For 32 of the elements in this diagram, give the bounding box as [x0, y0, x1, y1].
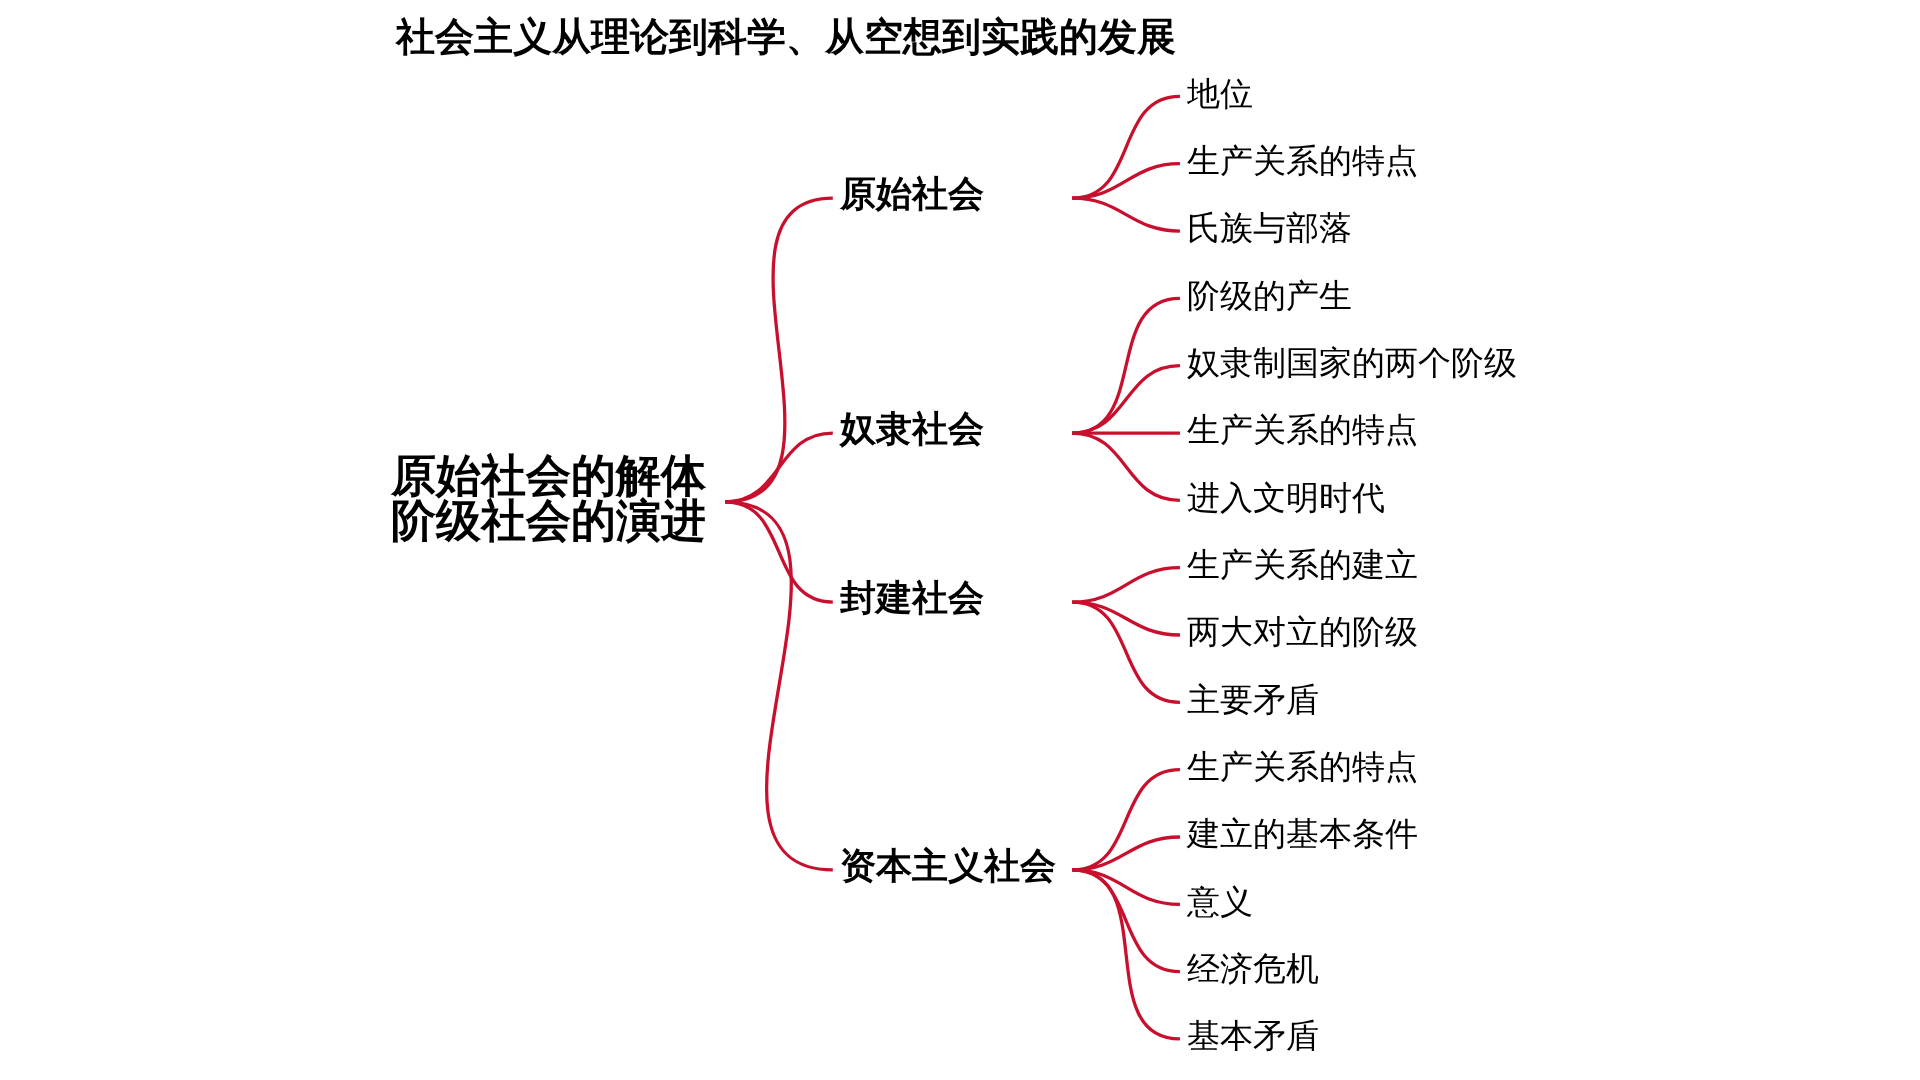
node-text: 基本矛盾	[1187, 1016, 1320, 1056]
connector	[1072, 364, 1181, 435]
connector	[1071, 868, 1181, 1041]
connector	[1071, 296, 1181, 435]
connector	[1072, 431, 1180, 435]
node-text: 进入文明时代	[1187, 477, 1386, 517]
node-text: 主要矛盾	[1187, 679, 1320, 719]
connector	[1072, 566, 1181, 604]
node-text: 生产关系的特点	[1187, 747, 1419, 787]
node-text: 原始社会	[840, 172, 985, 214]
connector	[1072, 162, 1181, 200]
node-text: 阶级的产生	[1187, 275, 1353, 315]
connector	[1072, 431, 1181, 502]
node-text: 奴隶制国家的两个阶级	[1187, 343, 1518, 383]
node-text: 两大对立的阶级	[1187, 612, 1419, 652]
node-text: 资本主义社会	[840, 844, 1057, 886]
connector	[724, 500, 834, 872]
diagram-title: 社会主义从理论到科学、从空想到实践的发展	[395, 13, 1176, 59]
node-text: 奴隶社会	[840, 407, 985, 449]
node-text: 生产关系的特点	[1187, 410, 1419, 450]
node-text: 生产关系的建立	[1187, 545, 1419, 585]
connector	[1072, 196, 1181, 233]
node-text: 经济危机	[1187, 949, 1320, 989]
node-text: 原始社会的解体 阶级社会的演进	[391, 449, 707, 548]
node-text: 地位	[1187, 73, 1254, 113]
node-text: 封建社会	[840, 576, 985, 618]
node-text: 建立的基本条件	[1187, 814, 1419, 854]
node-text: 氏族与部落	[1187, 208, 1353, 248]
node-text: 意义	[1187, 881, 1254, 921]
connector	[1072, 94, 1181, 200]
connector	[1072, 600, 1181, 704]
node-text: 生产关系的特点	[1187, 141, 1419, 181]
